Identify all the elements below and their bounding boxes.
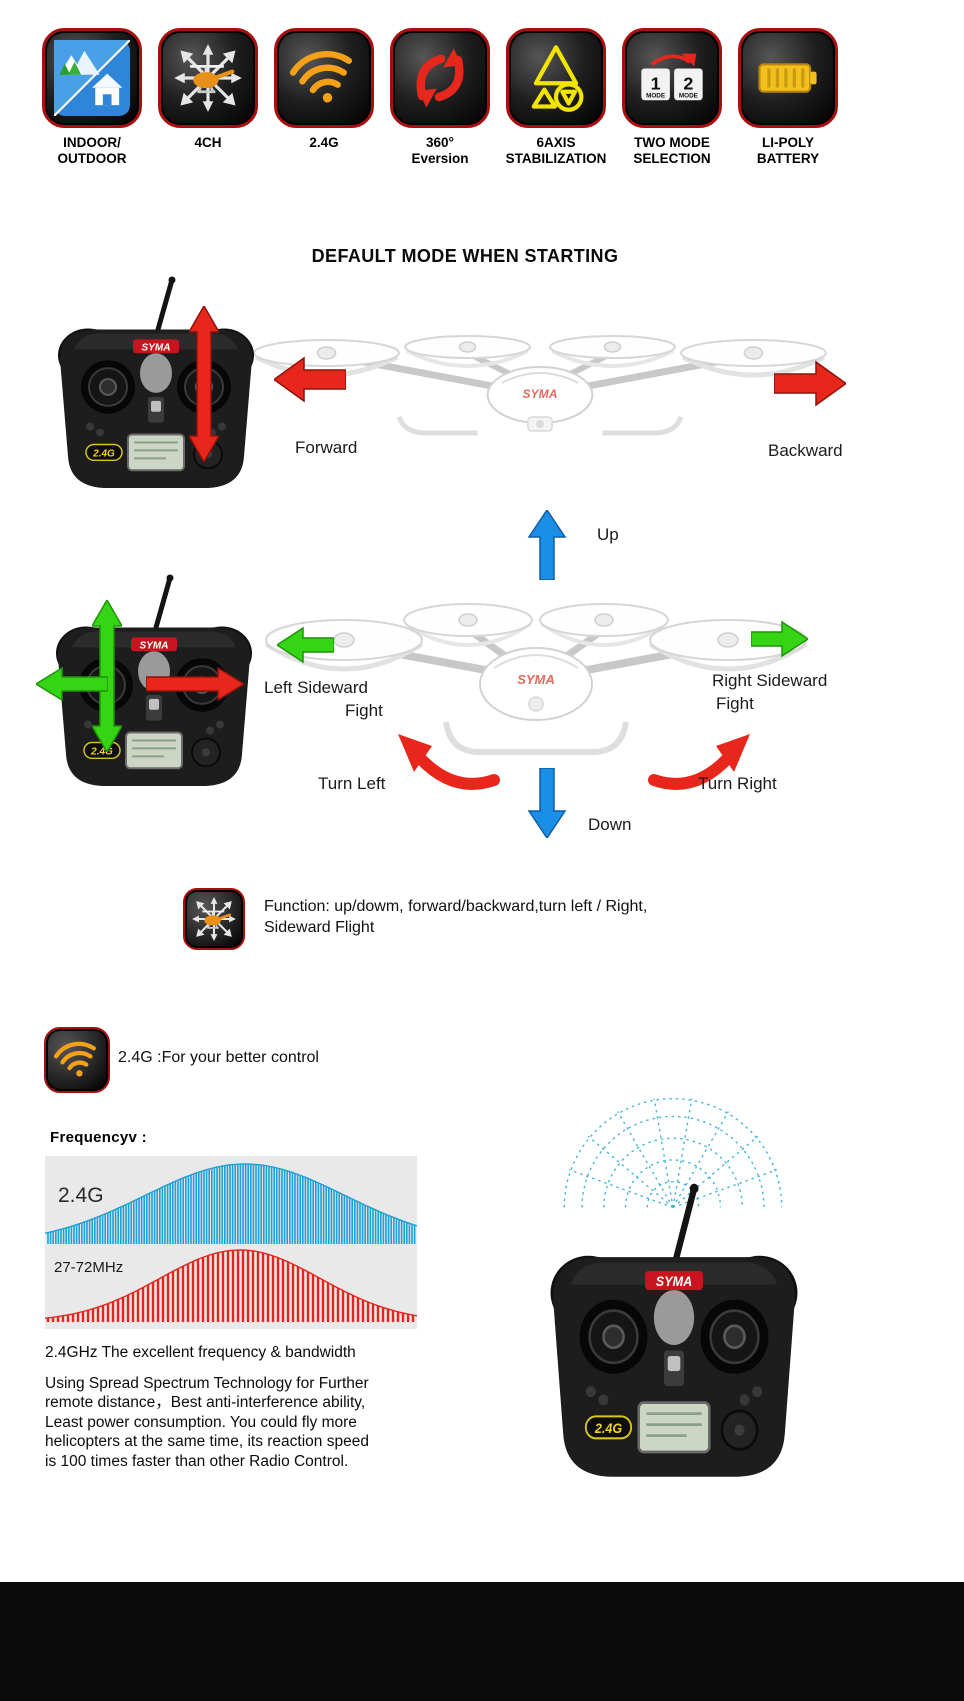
6axis-icon [506,28,606,128]
right-sideward-arrow [751,620,808,658]
feature-indoor-outdoor: INDOOR/ OUTDOOR [42,28,142,168]
band-27-72mhz-label: 27-72MHz [54,1259,124,1276]
frequency-chart: 2.4G 27-72MHz [45,1156,417,1329]
left-sideward-arrow [277,626,334,664]
left-stick-up-down-arrow [92,600,122,752]
turn-left-arrow [398,734,500,790]
feature-2-4g: 2.4G [274,28,374,168]
right-sideward-label: Right Sideward [712,671,828,690]
turn-right-arrow [648,734,750,790]
up-label: Up [597,525,619,544]
wifi-note-text: 2.4G :For your better control [118,1049,319,1066]
stick-right-arrow [146,666,244,702]
function-4ch-icon-graphic [190,895,238,943]
feature-6axis: 6AXIS STABILIZATION [506,28,606,168]
transmitter-illustration-1 [56,276,256,494]
left-fight-label: Fight [345,701,383,720]
4ch-icon-graphic [171,41,245,115]
feature-4ch: 4CH [158,28,258,168]
mode-1-text: 1 [651,74,661,94]
two-mode-icon-graphic: 1 2 MODE MODE [641,53,703,101]
function-4ch-badge [183,888,245,950]
mode-2-caption: MODE [679,93,698,100]
feature-360-eversion: 360° Eversion [390,28,490,168]
backward-label: Backward [768,441,843,460]
backward-arrow [774,360,846,407]
turn-right-label: Turn Right [698,774,777,793]
right-fight-label: Fight [716,694,754,713]
up-arrow [527,510,567,580]
function-note-text: Function: up/dowm, forward/backward,turn… [264,898,648,936]
forward-arrow [274,356,346,403]
radio-waves-graphic [563,1097,783,1209]
feature-label-2-4g: 2.4G [309,135,339,150]
down-arrow [527,768,567,838]
band-2-4g-label: 2.4G [58,1184,104,1207]
mode-2-text: 2 [683,74,693,94]
feature-two-mode: 1 2 MODE MODE TWO MODE SELECTION [622,28,722,168]
feature-badges-row: INDOOR/ OUTDOOR 4CH 2.4G [42,28,838,168]
feature-label-indoor-outdoor: INDOOR/ OUTDOOR [57,135,127,167]
stick-left-arrow [36,666,108,702]
360-eversion-icon [390,28,490,128]
left-sideward-label: Left Sideward [264,678,368,697]
feature-label-li-poly: LI-POLY BATTERY [756,135,820,167]
mode-1-caption: MODE [646,93,665,100]
battery-icon [738,28,838,128]
feature-label-6axis: 6AXIS STABILIZATION [505,135,607,167]
two-mode-icon: 1 2 MODE MODE [622,28,722,128]
turn-left-label: Turn Left [318,774,386,793]
4ch-icon [158,28,258,128]
frequency-heading: Frequencyv : [50,1129,147,1146]
transmitter-illustration-3 [548,1183,800,1485]
frequency-chart-graphic [45,1163,417,1322]
indoor-outdoor-icon [42,28,142,128]
forward-label: Forward [295,438,358,457]
down-label: Down [588,815,632,834]
frequency-description: Using Spread Spectrum Technology for Fur… [45,1375,369,1470]
feature-label-360-eversion: 360° Eversion [411,135,469,167]
feature-label-4ch: 4CH [194,135,222,150]
wifi-2-4g-badge [44,1027,110,1093]
wifi-icon-graphic [287,41,361,115]
throttle-up-down-arrow [189,306,219,462]
feature-label-two-mode: TWO MODE SELECTION [633,135,711,167]
battery-icon-graphic [758,63,817,93]
frequency-caption: 2.4GHz The excellent frequency & bandwid… [45,1344,356,1361]
6axis-icon-graphic [531,45,584,112]
section-title: DEFAULT MODE WHEN STARTING [311,246,619,266]
footer-bar [0,1582,964,1701]
2-4g-icon [274,28,374,128]
wifi-note-icon-graphic [52,1035,102,1085]
feature-li-poly: LI-POLY BATTERY [738,28,838,168]
eversion-arrows-icon-graphic [416,48,464,108]
indoor-outdoor-icon-graphic [54,40,130,116]
